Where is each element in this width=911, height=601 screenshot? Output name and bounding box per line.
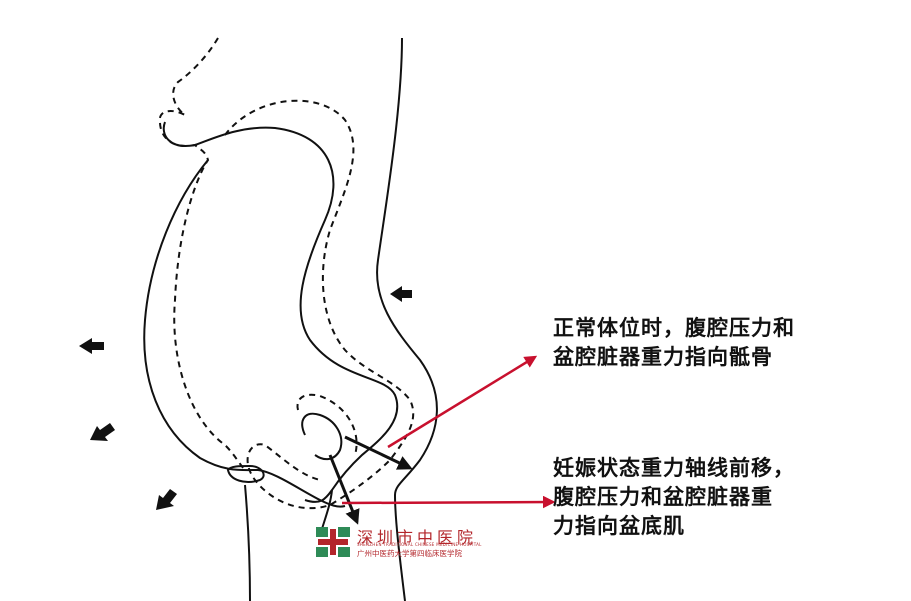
- pressure-arrow-4: [156, 489, 177, 510]
- thigh-outline: [226, 464, 265, 483]
- normal-posture-annotation: 正常体位时，腹腔压力和 盆腔脏器重力指向骶骨: [553, 314, 795, 372]
- pressure-arrow-3: [90, 423, 115, 441]
- pressure-arrow-2: [79, 338, 104, 354]
- pregnant-front-outline: [143, 159, 346, 508]
- normal-organ-outline: [224, 99, 415, 510]
- hospital-name: 深圳市中医院: [357, 528, 478, 547]
- normal-annotation-line-1: 正常体位时，腹腔压力和: [553, 316, 795, 340]
- pressure-arrow-1: [390, 286, 412, 302]
- gravity-arrow-normal: [344, 435, 413, 470]
- back-outline: [376, 37, 438, 601]
- hospital-logo: 深圳市中医院 SHENZHEN TRADITIONAL CHINESE MEDI…: [315, 524, 482, 560]
- bladder-dashed: [296, 393, 358, 456]
- hospital-logo-mark-icon: [316, 527, 350, 557]
- annotation-arrow-pregnant: [341, 495, 556, 509]
- gravity-arrow-pregnant: [328, 454, 360, 525]
- pregnancy-annotation-line-2: 腹腔压力和盆腔脏器重: [553, 485, 773, 509]
- leg-front: [244, 484, 251, 601]
- pregnancy-annotation: 妊娠状态重力轴线前移， 腹腔压力和盆腔脏器重 力指向盆底肌: [553, 454, 795, 541]
- hospital-english-name: SHENZHEN TRADITIONAL CHINESE MEDICINE HO…: [357, 542, 482, 547]
- bladder-outline: [301, 412, 343, 461]
- hospital-subtitle: 广州中医药大学第四临床医学院: [357, 549, 462, 558]
- normal-body-outline: [158, 37, 246, 471]
- normal-annotation-line-2: 盆腔脏器重力指向骶骨: [553, 345, 773, 369]
- pregnancy-annotation-line-1: 妊娠状态重力轴线前移，: [553, 456, 795, 480]
- pregnant-belly-outline: [162, 121, 399, 503]
- annotation-arrow-normal: [387, 355, 538, 449]
- pregnancy-annotation-line-3: 力指向盆底肌: [553, 514, 685, 538]
